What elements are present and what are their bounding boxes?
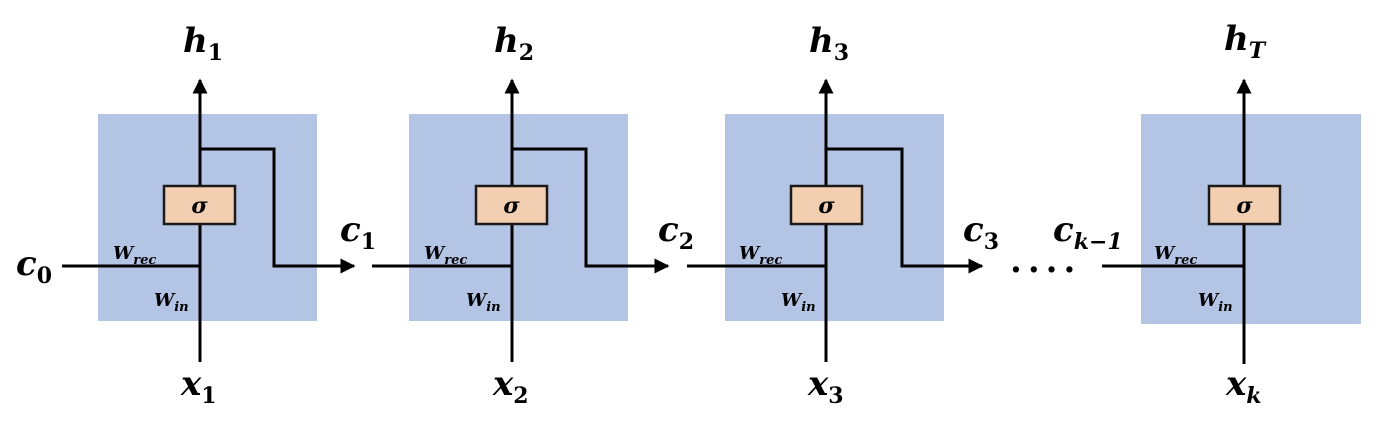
- rnn-cell-2: σ Wrec Win h2 x2: [372, 21, 670, 409]
- cell-1-gate-label: σ: [191, 193, 208, 219]
- cell-t-w-rec: Wrec: [1154, 243, 1197, 268]
- cell-2-input-label: x2: [492, 364, 529, 409]
- cell-3-output-label: h3: [809, 21, 849, 66]
- ellipsis-dots: ....: [1010, 241, 1081, 281]
- cell-1-input-label: x1: [180, 364, 217, 409]
- cell-2-sigma-gate: [474, 184, 549, 226]
- cell-1-sigma-gate: [162, 184, 237, 226]
- cell-1-state-out-wire: [200, 147, 356, 274]
- cell-t-sigma-gate: [1207, 184, 1282, 226]
- state-label-ck-1: ck−1: [1053, 210, 1123, 255]
- cell-3-gate-label: σ: [818, 193, 835, 219]
- cell-2-state-out-wire: [512, 147, 670, 274]
- cell-t-gate-label: σ: [1236, 193, 1253, 219]
- state-label-c3: c3: [963, 210, 999, 255]
- rnn-cell-1: σ Wrec Win h1 x1: [62, 21, 356, 409]
- cell-3-sigma-gate: [789, 184, 864, 226]
- state-label-c2: c2: [658, 210, 694, 255]
- cell-3-state-out-wire: [826, 147, 984, 274]
- cell-3-input-label: x3: [807, 364, 844, 409]
- cell-1-output-label: h1: [183, 21, 223, 66]
- cell-3-w-in: Win: [781, 290, 816, 315]
- state-label-c0: c0: [16, 244, 52, 289]
- state-label-c1: c1: [340, 210, 376, 255]
- cell-2-w-rec: Wrec: [424, 243, 467, 268]
- cell-t-input-label: xk: [1225, 364, 1262, 409]
- cell-1-w-rec: Wrec: [113, 243, 156, 268]
- cell-t-output-label: hT: [1224, 19, 1267, 64]
- cell-2-gate-label: σ: [503, 193, 520, 219]
- cell-t-w-in: Win: [1198, 290, 1233, 315]
- cell-2-output-label: h2: [494, 21, 534, 66]
- cell-2-w-in: Win: [466, 290, 501, 315]
- cell-3-w-rec: Wrec: [739, 243, 782, 268]
- rnn-cell-t: σ Wrec Win hT xk: [1102, 19, 1361, 409]
- rnn-cell-3: σ Wrec Win h3 x3: [687, 21, 984, 409]
- cell-1-w-in: Win: [154, 290, 189, 315]
